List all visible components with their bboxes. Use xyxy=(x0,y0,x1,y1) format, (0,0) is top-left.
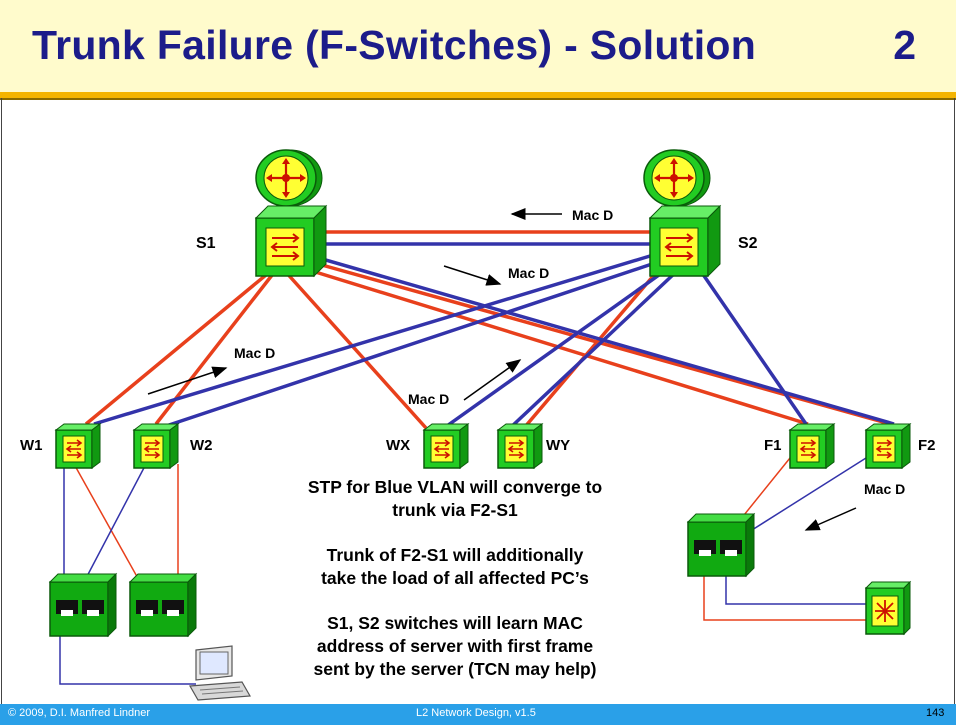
hub-icon-w1 xyxy=(49,573,117,637)
mac-label-center: Mac D xyxy=(408,391,449,407)
caption-line-5: S1, S2 switches will learn MAC xyxy=(327,613,583,633)
title-bar: Trunk Failure (F-Switches) - Solution 2 xyxy=(0,0,956,100)
caption-line-3: Trunk of F2-S1 will additionally xyxy=(326,545,584,565)
switch-icon-wy xyxy=(497,423,543,469)
title-rule xyxy=(0,92,956,98)
switch-icon-w2 xyxy=(133,423,179,469)
switch-icon-wx xyxy=(423,423,469,469)
pc-icon xyxy=(189,645,251,701)
label-f1: F1 xyxy=(764,437,782,454)
label-f2: F2 xyxy=(918,437,936,454)
mac-label-top: Mac D xyxy=(572,207,613,223)
frame-right xyxy=(954,98,955,704)
mac-arrows xyxy=(147,208,857,531)
server-icon xyxy=(864,580,912,636)
label-wy: WY xyxy=(546,437,570,454)
label-s1: S1 xyxy=(196,235,216,252)
hub-icon-f xyxy=(687,513,755,577)
switch-icon-s1 xyxy=(255,205,327,277)
footer-bar: © 2009, D.I. Manfred Lindner L2 Network … xyxy=(0,704,956,725)
footer-page-number: 143 xyxy=(926,707,945,719)
hub-icon-w2 xyxy=(129,573,197,637)
caption-line-2: trunk via F2-S1 xyxy=(392,500,518,520)
mac-label-left: Mac D xyxy=(234,345,275,361)
caption-line-4: take the load of all affected PC’s xyxy=(321,568,589,588)
access-links xyxy=(59,457,867,685)
switch-icon-f1 xyxy=(789,423,835,469)
label-w2: W2 xyxy=(190,437,213,454)
footer-title: L2 Network Design, v1.5 xyxy=(416,707,536,719)
frame-left xyxy=(1,98,2,704)
red-vlan-links xyxy=(84,230,891,430)
slide-number: 2 xyxy=(893,22,916,68)
switch-icon-s2 xyxy=(649,205,721,277)
footer-copyright: © 2009, D.I. Manfred Lindner xyxy=(8,707,151,719)
slide-title: Trunk Failure (F-Switches) - Solution xyxy=(32,22,757,68)
caption-line-6: address of server with first frame xyxy=(316,636,594,656)
label-w1: W1 xyxy=(20,437,43,454)
blue-vlan-links xyxy=(93,242,895,430)
label-wx: WX xyxy=(386,437,410,454)
title-rule-shadow xyxy=(0,98,956,100)
mac-label-mid: Mac D xyxy=(508,265,549,281)
router-icon-s2 xyxy=(642,148,712,208)
switch-icon-w1 xyxy=(55,423,101,469)
label-s2: S2 xyxy=(738,235,758,252)
mac-label-right: Mac D xyxy=(864,481,905,497)
caption-line-1: STP for Blue VLAN will converge to xyxy=(307,477,603,497)
router-icon-s1 xyxy=(254,148,324,208)
caption-line-7: sent by the server (TCN may help) xyxy=(313,659,597,679)
switch-icon-f2 xyxy=(865,423,911,469)
